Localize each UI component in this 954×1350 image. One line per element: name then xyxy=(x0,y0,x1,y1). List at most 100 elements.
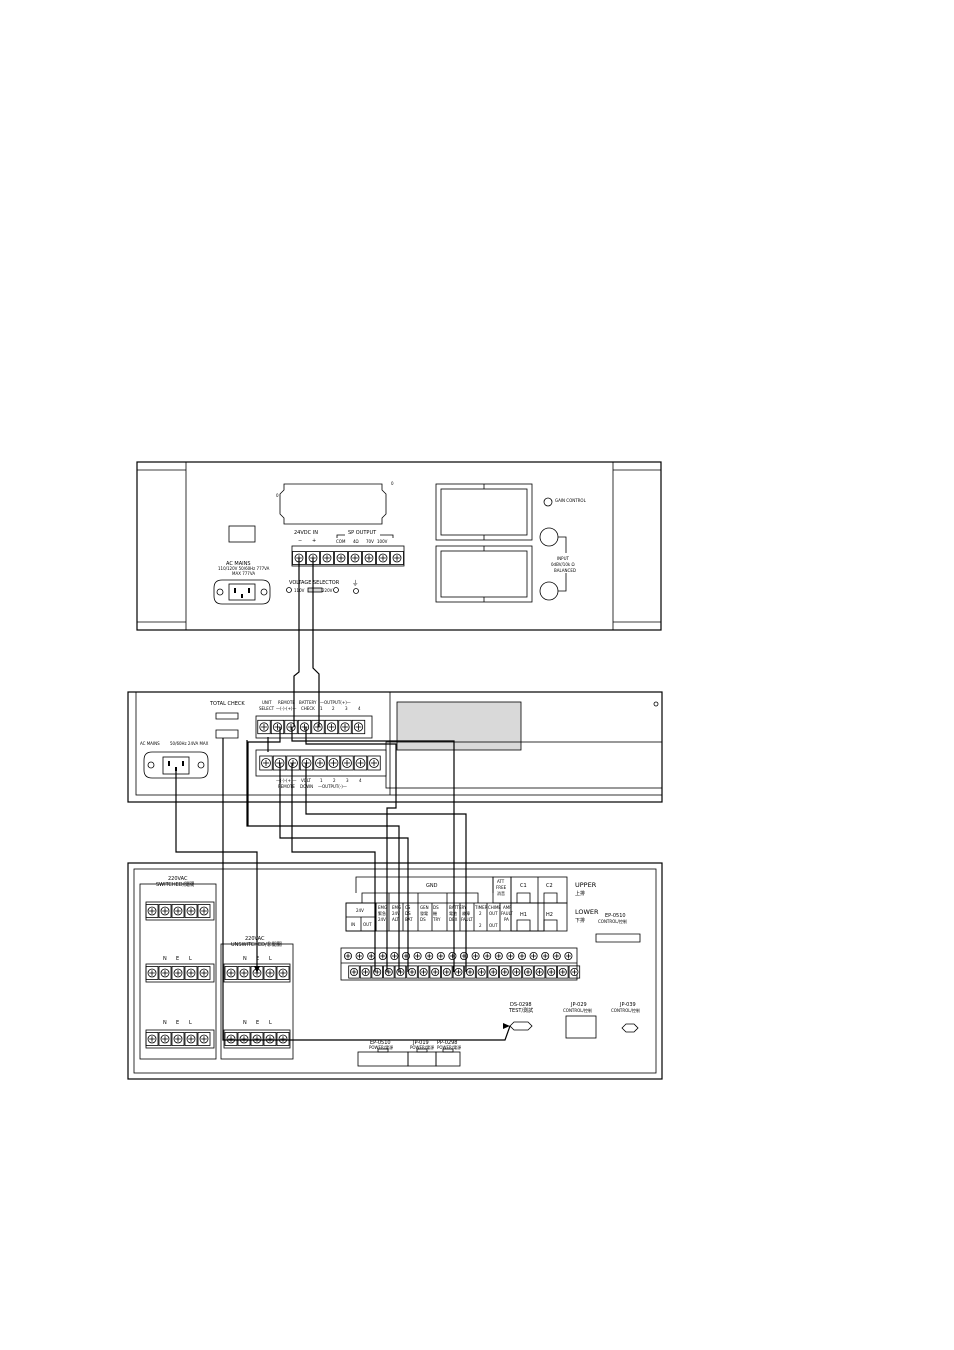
amp-terminal-cell xyxy=(348,551,362,565)
power-terminal-upper-screw-slot xyxy=(565,953,571,959)
unswitched-terminal-screw-slot xyxy=(254,1036,260,1042)
switched-terminal-cell xyxy=(145,904,159,918)
amp-tap-4ohm: 4Ω xyxy=(353,539,359,544)
ds0298-label-1: DS-0298 xyxy=(510,1002,532,1008)
col-battery-top: BATTERY xyxy=(449,905,467,910)
switched-terminal-screw-slot xyxy=(201,908,207,914)
switched-terminal-cell xyxy=(197,966,211,980)
ep0510-control-connector[interactable] xyxy=(595,933,641,943)
control-top-terminal-cell xyxy=(324,719,339,735)
amp-tap-70v: 70V xyxy=(366,539,374,544)
amp-24vdc-minus: − xyxy=(298,538,302,544)
pp0298-power-label-2: POWER/電源 xyxy=(437,1044,461,1050)
ep0510-control-label-2: CONTROL/控制 xyxy=(598,918,627,924)
power-terminal-upper-screw-slot xyxy=(507,953,513,959)
col-battery-bot: DEX xyxy=(449,917,458,922)
unswitched-terminal-cell xyxy=(237,1032,251,1046)
power-terminal-upper-screw-slot xyxy=(380,953,386,959)
unswitched-label-2: UNSWITCHED/非開關 xyxy=(231,941,282,948)
col-in: IN xyxy=(351,922,355,927)
jp019-power-label-1: JP-019 xyxy=(412,1040,429,1046)
control-bottom-terminal-cell xyxy=(326,755,341,771)
amp-terminal-cell xyxy=(334,551,348,565)
control-top-terminal-screw-slot xyxy=(355,724,362,730)
unswitched-n-2: N xyxy=(243,1020,247,1026)
lower-label-1: LOWER xyxy=(575,908,599,916)
jp039-label-1: JP-039 xyxy=(619,1002,636,1008)
total-check-connector-top[interactable] xyxy=(215,712,239,720)
col-amp-bot: PA xyxy=(504,917,509,922)
h2-label: H2 xyxy=(546,912,553,918)
unswitched-terminal-cell xyxy=(224,966,238,980)
remote-bottom-bracket: —(-)-(+)— xyxy=(276,778,296,783)
jp029-label-1: JP-029 xyxy=(570,1002,587,1008)
switched-terminal-cell xyxy=(184,1032,198,1046)
unswitched-l-1: L xyxy=(269,956,272,962)
power-terminal-upper-screw-slot xyxy=(542,953,548,959)
power-terminal-lower-cell xyxy=(417,965,430,979)
control-bottom-terminal-screw-slot xyxy=(330,759,337,767)
total-check-connector-bottom[interactable] xyxy=(215,729,239,739)
col-24v: 24V xyxy=(356,908,364,913)
amp-voltage-switch[interactable] xyxy=(307,587,323,593)
amp-terminal-screw-slot xyxy=(352,555,358,561)
amp-terminal-cell xyxy=(320,551,334,565)
control-bottom-terminal-screw-slot xyxy=(262,759,270,767)
switched-n-3: N xyxy=(163,1020,167,1026)
power-terminal-lower-screw-slot xyxy=(351,969,357,975)
control-top-terminal-cell xyxy=(311,719,325,735)
lower-label-2: 下排 xyxy=(575,917,585,924)
power-terminal-lower-cell xyxy=(371,965,383,979)
unswitched-terminal-cell xyxy=(276,966,290,980)
control-top-terminal-screw-slot xyxy=(315,724,321,730)
power-terminal-lower-screw-slot xyxy=(432,969,438,975)
power-terminal-lower-cell xyxy=(452,965,465,979)
amp-terminal-cell xyxy=(390,551,404,565)
switched-terminal-cell xyxy=(184,966,198,980)
wire-cu-7 xyxy=(305,727,397,972)
output-top-num-4: 4 xyxy=(358,706,361,711)
unswitched-terminal-cell xyxy=(250,1032,264,1046)
col-emg-a-mid: 緊急 xyxy=(378,910,386,916)
amp-terminal-cell xyxy=(362,551,376,565)
power-terminal-lower-screw-slot xyxy=(560,969,566,975)
power-terminal-upper-screw-slot xyxy=(368,953,374,959)
switched-n-2: N xyxy=(163,956,167,962)
output-bottom-num-4: 4 xyxy=(359,778,362,783)
remote-top-label: REMOTE xyxy=(278,700,295,705)
wire-cu-3 xyxy=(291,763,376,972)
switched-e-3: E xyxy=(176,1020,179,1026)
control-top-terminal-screw-slot xyxy=(328,724,335,730)
battery-check-label-2: CHECK xyxy=(301,706,315,711)
battery-check-label-1: BATTERY xyxy=(299,700,317,705)
output-bottom-label: —OUTPUT(-)— xyxy=(318,784,347,789)
power-terminal-lower-cell xyxy=(475,965,488,979)
h1-label: H1 xyxy=(520,912,527,918)
unit-select-label-2: SELECT xyxy=(259,706,275,711)
wire-cu-2 xyxy=(247,727,281,826)
switched-e-2: E xyxy=(176,956,179,962)
switched-terminal-cell xyxy=(145,966,159,980)
unswitched-label-1: 220VAC xyxy=(245,936,265,942)
jp039-control-connector[interactable] xyxy=(621,1023,639,1033)
power-terminal-lower-screw-slot xyxy=(409,969,415,975)
unswitched-terminal-screw-slot xyxy=(280,970,286,976)
power-terminal-lower-screw-slot xyxy=(490,969,496,975)
wire-cu-4 xyxy=(279,763,409,972)
wire-total-check xyxy=(222,738,511,1041)
control-top-terminal-cell xyxy=(257,719,271,735)
unswitched-terminal-cell xyxy=(263,966,277,980)
power-terminal-lower-cell xyxy=(441,965,453,979)
col-ds-mid: 機 xyxy=(433,910,437,916)
col-out: OUT xyxy=(363,922,372,927)
jp029-control-connector[interactable] xyxy=(565,1015,597,1039)
amp-24vdc-plus: + xyxy=(312,538,316,544)
switched-terminal-cell xyxy=(158,966,172,980)
power-terminal-lower-cell xyxy=(487,965,499,979)
power-terminal-upper-screw-slot xyxy=(554,953,560,959)
jp029-label-2: CONTROL/控制 xyxy=(563,1007,592,1013)
ds0298-test-connector[interactable] xyxy=(509,1021,533,1031)
gain-control-knob[interactable] xyxy=(543,497,553,507)
col-gen-top: GEN xyxy=(420,905,429,910)
power-terminal-lower-cell xyxy=(522,965,534,979)
